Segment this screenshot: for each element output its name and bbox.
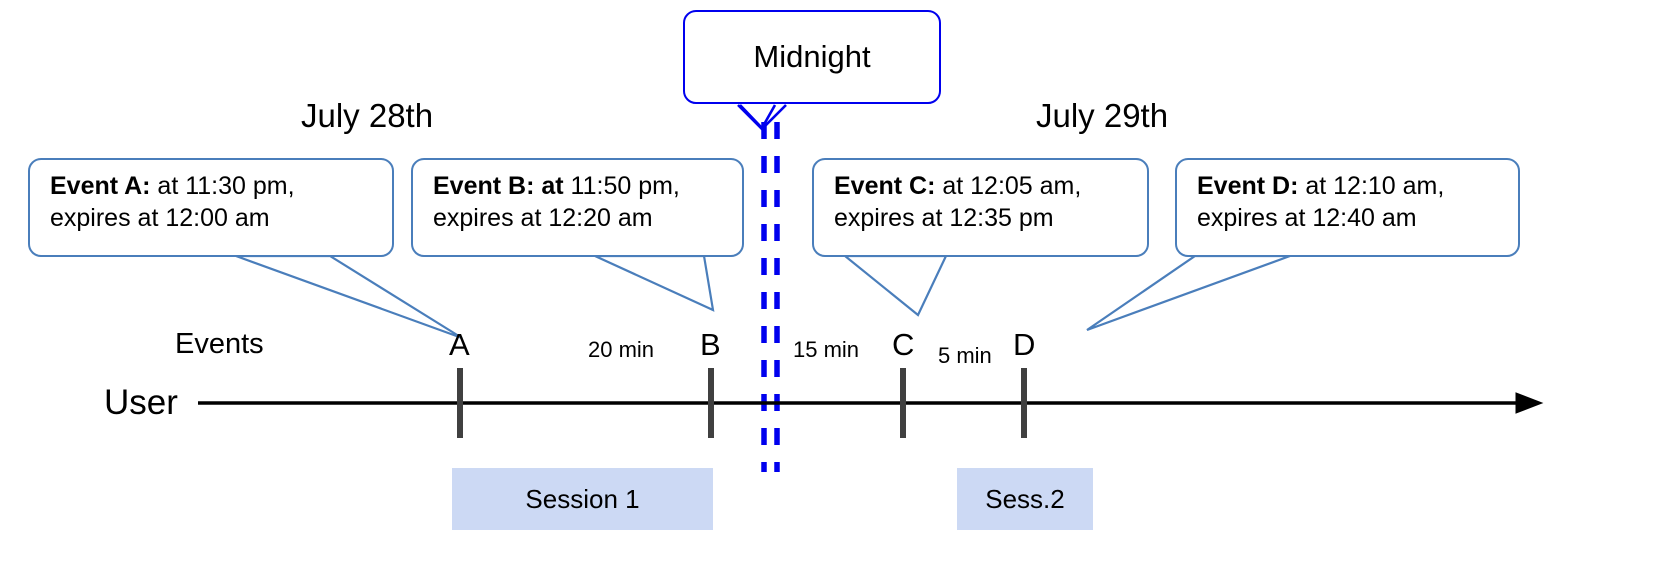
callout-tail-event-c bbox=[841, 254, 948, 317]
callout-event-b-rest: 11:50 pm, bbox=[563, 172, 680, 200]
callout-tail-event-d bbox=[1086, 254, 1291, 332]
date-label-july-29: July 29th bbox=[1036, 97, 1169, 134]
tick-label-a: A bbox=[449, 327, 470, 362]
callout-event-a-line1: Event A: at 11:30 pm, bbox=[50, 170, 378, 202]
callout-event-d-line1: Event D: at 12:10 am, bbox=[1197, 170, 1504, 202]
interval-label-5min: 5 min bbox=[938, 343, 992, 368]
interval-label-15min: 15 min bbox=[793, 337, 860, 362]
callout-event-a-bold: Event A: bbox=[50, 172, 151, 200]
date-label-july-28: July 28th bbox=[301, 97, 434, 134]
timeline-arrowhead bbox=[1515, 392, 1544, 414]
session-box-1[interactable]: Session 1 bbox=[452, 468, 713, 530]
callout-event-d-rest: at 12:10 am, bbox=[1298, 172, 1445, 200]
callout-event-a[interactable]: Event A: at 11:30 pm, expires at 12:00 a… bbox=[28, 158, 394, 257]
callout-event-c-line2: expires at 12:35 pm bbox=[834, 204, 1054, 232]
callout-event-c[interactable]: Event C: at 12:05 am, expires at 12:35 p… bbox=[812, 158, 1149, 257]
tick-label-b: B bbox=[700, 327, 721, 362]
tick-label-d: D bbox=[1013, 327, 1036, 362]
callout-event-d[interactable]: Event D: at 12:10 am, expires at 12:40 a… bbox=[1175, 158, 1520, 257]
callout-event-a-rest: at 11:30 pm, bbox=[150, 172, 295, 200]
callout-event-c-bold: Event C: bbox=[834, 172, 936, 200]
callout-event-d-line2: expires at 12:40 am bbox=[1197, 204, 1417, 232]
interval-label-20min: 20 min bbox=[588, 337, 655, 362]
callout-event-b-line2: expires at 12:20 am bbox=[433, 204, 653, 232]
callout-tail-event-b bbox=[594, 254, 715, 312]
callout-event-b[interactable]: Event B: at 11:50 pm, expires at 12:20 a… bbox=[411, 158, 744, 257]
row-label-events: Events bbox=[175, 328, 264, 360]
session-box-1-label: Session 1 bbox=[525, 483, 640, 514]
session-box-2-label: Sess.2 bbox=[985, 483, 1065, 514]
tick-label-c: C bbox=[892, 327, 915, 362]
callout-event-b-line1: Event B: at 11:50 pm, bbox=[433, 170, 728, 202]
row-label-user: User bbox=[104, 383, 178, 422]
callout-event-d-bold: Event D: bbox=[1197, 172, 1299, 200]
midnight-label: Midnight bbox=[753, 39, 871, 74]
midnight-callout-box[interactable]: Midnight bbox=[683, 10, 941, 104]
callout-event-b-bold: Event B: at bbox=[433, 172, 564, 200]
callout-event-c-line1: Event C: at 12:05 am, bbox=[834, 170, 1133, 202]
session-box-2[interactable]: Sess.2 bbox=[957, 468, 1093, 530]
callout-event-c-rest: at 12:05 am, bbox=[935, 172, 1082, 200]
callout-event-a-line2: expires at 12:00 am bbox=[50, 204, 270, 232]
callout-tail-event-a bbox=[235, 254, 463, 340]
